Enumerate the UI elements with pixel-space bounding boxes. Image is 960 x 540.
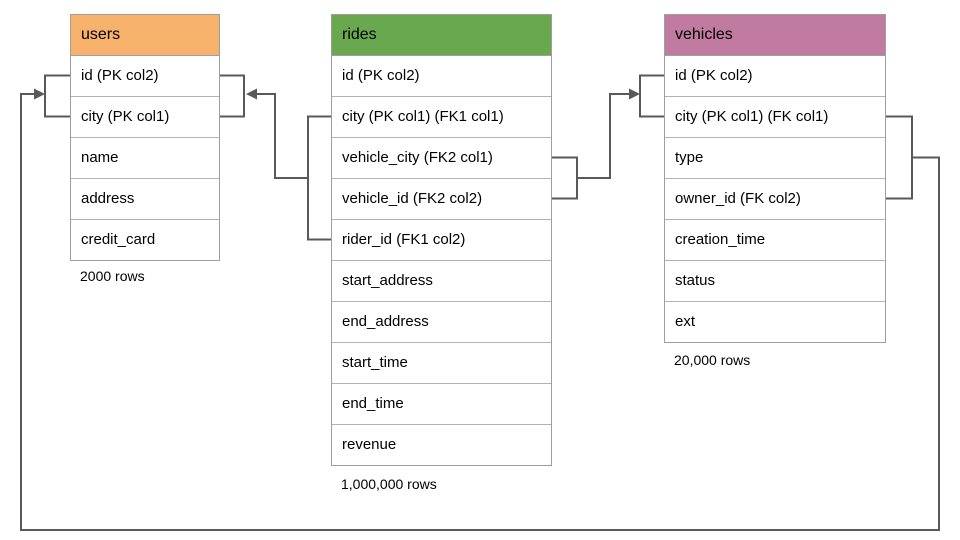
users-right-pk-bracket <box>220 74 245 118</box>
fk-arrowhead-icon <box>34 88 45 100</box>
users-left-pk-bracket <box>44 74 70 118</box>
rides-right-fk2-bracket <box>552 156 578 200</box>
column-row: vehicle_city (FK2 col1) <box>332 138 551 179</box>
column-row: ext <box>675 313 696 330</box>
column-row: vehicle_id (FK2 col2) <box>332 179 551 220</box>
table-users-header: users <box>71 15 219 56</box>
table-rides-header: rides <box>332 15 551 56</box>
column-row: city (PK col1) (FK col1) <box>665 97 885 138</box>
column-row: end_time <box>332 384 551 425</box>
table-vehicles-header: vehicles <box>665 15 885 56</box>
column-row: name <box>71 138 219 179</box>
table-rides: rides id (PK col2) city (PK col1) (FK1 c… <box>331 14 552 466</box>
column-row: city (PK col1) (FK1 col1) <box>332 97 551 138</box>
fk1-rides-to-users-line <box>257 93 308 179</box>
table-vehicles: vehicles id (PK col2) city (PK col1) (FK… <box>664 14 886 343</box>
fk2-rides-to-vehicles-line <box>577 93 630 179</box>
column-row: start_time <box>332 343 551 384</box>
column-row: address <box>71 179 219 220</box>
column-row: id (PK col2) <box>665 56 885 97</box>
column-row: status <box>665 261 885 302</box>
table-users: users id (PK col2) city (PK col1) name a… <box>70 14 220 261</box>
column-row: end_address <box>332 302 551 343</box>
column-row: id (PK col2) <box>332 56 551 97</box>
column-row: owner_id (FK col2) <box>665 179 885 220</box>
column-row: rider_id (FK1 col2) <box>332 220 551 261</box>
column-row: credit_card <box>81 231 156 248</box>
column-row: start_address <box>332 261 551 302</box>
column-row: creation_time <box>665 220 885 261</box>
rides-row-count: 1,000,000 rows <box>341 476 437 492</box>
rides-left-fk1-bracket <box>307 115 331 241</box>
column-row: city (PK col1) <box>71 97 219 138</box>
vehicles-left-pk-bracket <box>639 74 664 118</box>
column-row: type <box>665 138 885 179</box>
users-row-count: 2000 rows <box>80 268 145 284</box>
vehicles-row-count: 20,000 rows <box>674 352 751 368</box>
fk2-arrowhead-icon <box>629 88 640 100</box>
column-row: id (PK col2) <box>71 56 219 97</box>
vehicles-right-fk-bracket <box>886 115 913 200</box>
fk1-arrowhead-icon <box>246 88 257 100</box>
column-row: revenue <box>342 436 397 453</box>
